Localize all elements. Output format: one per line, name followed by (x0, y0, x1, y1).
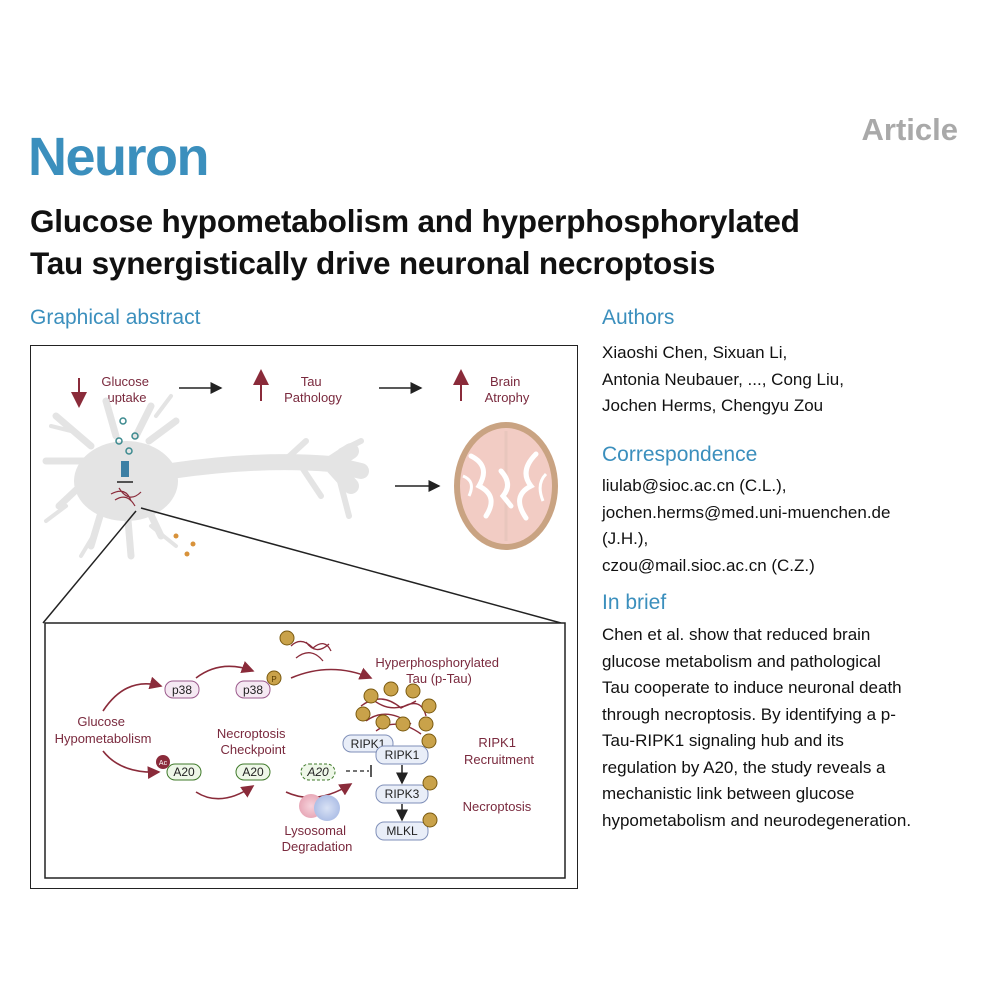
ripk3-label: RIPK3 (385, 787, 420, 801)
zoom-line (140, 507, 562, 624)
p-tau-aggregate-icon (355, 681, 437, 735)
correspondence-email-link[interactable]: jochen.herms@med.uni-muenchen.de (602, 502, 891, 522)
article-type-label: Article (861, 112, 958, 147)
ripk1-recruited-label: RIPK1 (385, 748, 420, 762)
paper-title-line-2: Tau synergistically drive neuronal necro… (30, 245, 716, 281)
in-brief-line: hypometabolism and neurodegeneration. (602, 810, 912, 830)
mlkl-protein (375, 821, 429, 841)
phosphate-label: P (271, 675, 276, 684)
graphical-abstract-heading: Graphical abstract (30, 306, 201, 329)
in-brief-line: through necroptosis. By identifying a p- (602, 704, 896, 724)
phospho-p38-protein (235, 680, 271, 699)
phosphate-icon (422, 812, 438, 828)
tau-phosphorylation-arrow (290, 667, 373, 680)
lysosomal-degradation-label: Lysosomal Degradation (282, 823, 353, 854)
lysosome-icon (314, 795, 340, 821)
mlkl-label: MLKL (386, 824, 418, 838)
ripk1-label: RIPK1 (351, 737, 386, 751)
in-brief-line: regulation by A20, the study reveals a (602, 757, 886, 777)
paper-title-line-1: Glucose hypometabolism and hyperphosphor… (30, 203, 800, 239)
zoom-line (42, 510, 137, 624)
ripk1-recruitment-label: RIPK1 Recruitment (464, 735, 534, 767)
graphical-abstract-figure: Glucose uptake Tau Pathology Brain Atrop… (30, 345, 578, 889)
authors-line: Antonia Neubauer, ..., Cong Liu, (602, 369, 844, 389)
glucose-molecule-icon (131, 432, 139, 440)
glucose-hypometabolism-label: Glucose Hypometabolism (55, 714, 152, 746)
neuron-icon (42, 394, 369, 560)
in-brief-line: Chen et al. show that reduced brain (602, 625, 871, 644)
atrophied-brain-icon (454, 422, 558, 550)
lower-pathway-arrow (102, 750, 161, 779)
glucose-molecule-icon (184, 551, 190, 557)
correspondence-list: liulab@sioc.ac.cn (C.L.), jochen.herms@m… (602, 473, 972, 579)
upper-pathway-arrow (102, 676, 163, 712)
mechanism-inset-box (44, 622, 566, 879)
a20-arrow (195, 785, 255, 800)
in-brief-summary: Chen et al. show that reduced brain gluc… (602, 622, 972, 834)
glucose-uptake-label: Glucose uptake (101, 374, 152, 405)
tau-fibril-icon (279, 630, 332, 662)
a20-checkpoint-protein (235, 763, 271, 781)
phosphate-icon (421, 733, 437, 749)
a20-checkpoint-label: A20 (242, 765, 264, 779)
p38-protein (164, 680, 200, 699)
paper-title: Glucose hypometabolism and hyperphosphor… (30, 200, 960, 284)
in-brief-heading: In brief (602, 591, 667, 614)
correspondence-email-link[interactable]: czou@mail.sioc.ac.cn (C.Z.) (602, 555, 815, 575)
in-brief-line: Tau-RIPK1 signaling hub and its (602, 731, 844, 750)
in-brief-line: mechanistic link between glucose (602, 784, 855, 803)
glucose-molecule-icon (115, 437, 123, 445)
necroptosis-label: Necroptosis (463, 799, 532, 814)
phospho-p38-label: p38 (243, 683, 263, 697)
phosphate-icon (266, 670, 282, 686)
correspondence-line: (J.H.), (602, 529, 649, 548)
authors-list: Xiaoshi Chen, Sixuan Li, Antonia Neubaue… (602, 340, 972, 420)
in-brief-line: Tau cooperate to induce neuronal death (602, 678, 902, 697)
correspondence-heading: Correspondence (602, 443, 758, 466)
p38-activation-arrow (195, 661, 255, 679)
degraded-a20-label: A20 (306, 765, 329, 779)
degraded-a20-protein (300, 763, 336, 781)
glucose-molecule-icon (190, 541, 196, 547)
journal-name: Neuron (28, 127, 210, 187)
necroptosis-checkpoint-label: Necroptosis Checkpoint (217, 726, 289, 757)
acetyl-icon (156, 755, 170, 769)
glucose-molecule-icon (173, 533, 179, 539)
authors-line: Jochen Herms, Chengyu Zou (602, 396, 824, 415)
hyperphosphorylated-tau-label: Hyperphosphorylated Tau (p-Tau) (375, 655, 502, 686)
a20-label: A20 (173, 765, 195, 779)
p38-label: p38 (172, 683, 192, 697)
authors-heading: Authors (602, 306, 675, 329)
a20-protein (166, 763, 202, 781)
glucose-molecule-icon (125, 447, 133, 455)
phosphate-icon (422, 775, 438, 791)
acetyl-label: Ac (159, 760, 168, 767)
ripk1-protein-recruited (375, 745, 429, 765)
glucose-molecule-icon (119, 417, 127, 425)
brain-atrophy-label: Brain Atrophy (485, 374, 530, 405)
correspondence-email-link[interactable]: liulab@sioc.ac.cn (C.L.), (602, 476, 787, 495)
ripk3-protein (375, 784, 429, 804)
authors-line: Xiaoshi Chen, Sixuan Li, (602, 343, 788, 362)
tau-pathology-label: Tau Pathology (284, 374, 342, 405)
in-brief-line: glucose metabolism and pathological (602, 651, 881, 671)
graphical-abstract-svg: Glucose uptake Tau Pathology Brain Atrop… (42, 369, 566, 879)
